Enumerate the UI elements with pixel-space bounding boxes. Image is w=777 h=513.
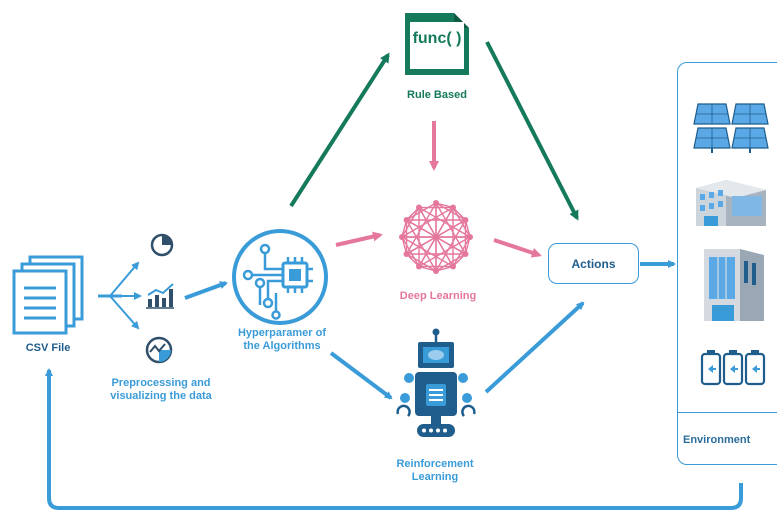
arrow-fan-bottom bbox=[109, 295, 140, 330]
hyperparameter-label: Hyperparamer of the Algorithms bbox=[237, 327, 327, 352]
documents-icon bbox=[12, 255, 84, 335]
bar-chart-icon bbox=[146, 283, 174, 309]
function-file-icon bbox=[405, 13, 469, 75]
arrow-hyper-to-rl bbox=[329, 351, 393, 400]
arrow-hyper-to-deep bbox=[335, 231, 383, 247]
arrow-preprocessing-to-hyper bbox=[184, 281, 228, 300]
office-building-icon bbox=[704, 249, 764, 321]
arrow-hyper-to-rule bbox=[289, 52, 390, 208]
actions-box: Actions bbox=[548, 243, 639, 284]
neural-network-icon bbox=[399, 200, 473, 274]
reinforcement-label: Reinforcement Learning bbox=[396, 458, 474, 483]
circuit-chip-icon bbox=[232, 229, 328, 325]
rule-based-label: Rule Based bbox=[407, 89, 467, 101]
pie-chart-icon bbox=[150, 233, 174, 257]
csv-file-label: CSV File bbox=[25, 342, 71, 354]
environment-divider bbox=[677, 412, 777, 413]
arrow-fan-top bbox=[109, 261, 140, 297]
func-icon-text: func( ) bbox=[412, 30, 462, 47]
solar-panel-icon bbox=[693, 103, 769, 153]
building-icon bbox=[696, 180, 766, 226]
arrow-deep-to-actions bbox=[493, 238, 542, 258]
deep-learning-label: Deep Learning bbox=[399, 290, 477, 302]
arrow-rl-to-actions bbox=[484, 301, 585, 394]
gauge-chart-icon bbox=[145, 336, 173, 364]
robot-icon bbox=[396, 328, 476, 437]
battery-icon bbox=[700, 350, 766, 386]
environment-label: Environment bbox=[683, 434, 751, 446]
preprocessing-label: Preprocessing and visualizing the data bbox=[110, 377, 212, 402]
arrow-rule-to-actions bbox=[485, 41, 579, 221]
arrow-feedback-loop bbox=[45, 368, 743, 510]
